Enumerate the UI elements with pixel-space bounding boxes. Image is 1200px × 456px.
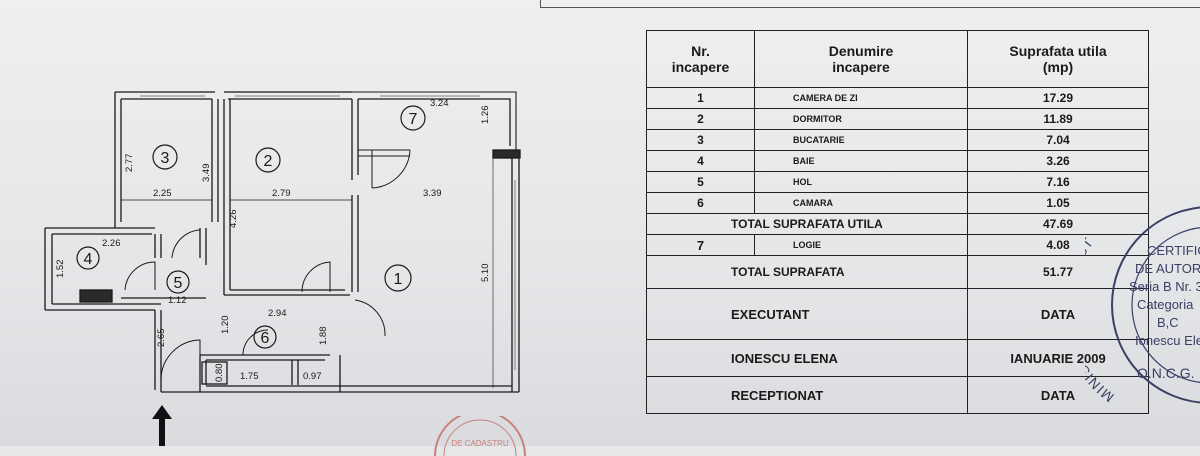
dim-label: 2.26 (102, 238, 121, 249)
entrance-arrow-icon (152, 405, 172, 446)
header-incapere: incapere (671, 59, 730, 75)
row-area: 3.26 (967, 150, 1149, 172)
row-name: CAMARA (754, 192, 968, 214)
dim-label: 3.39 (423, 188, 442, 199)
room-2-number: 2 (264, 153, 273, 170)
dim-label: 1.12 (168, 295, 187, 306)
floor-plan: 3 2 7 4 5 1 6 3.24 1.26 2.77 2.25 3.49 2… (44, 91, 521, 393)
total-utila-row: TOTAL SUPRAFATA UTILA 47.69 (646, 213, 1149, 235)
row-nr: 6 (646, 192, 755, 214)
dim-label: 1.75 (240, 371, 259, 382)
row-nr: 4 (646, 150, 755, 172)
table-row: 6 CAMARA 1.05 (646, 192, 1149, 214)
executant-name: IONESCU ELENA (646, 339, 968, 377)
room-7-number: 7 (409, 111, 418, 128)
dim-label: 2.65 (156, 329, 167, 348)
dim-label: 2.77 (124, 154, 135, 173)
dim-label: 2.25 (153, 188, 172, 199)
executant-data-label: DATA (967, 288, 1149, 340)
room-5-number: 5 (174, 275, 183, 292)
room-4-number: 4 (84, 251, 93, 268)
stamp-circle: MINISTERUL ADMINIST (1085, 206, 1200, 405)
executant-date: IANUARIE 2009 (967, 339, 1149, 377)
area-table: Nr. incapere Denumire incapere Suprafata… (646, 30, 1149, 414)
stamp-line-1: CERTIFICA (1147, 243, 1200, 258)
stamp-line-4: Categoria (1137, 297, 1194, 312)
dim-label: 2.79 (272, 188, 291, 199)
header-denumire: Denumire (828, 43, 894, 59)
room-3-number: 3 (161, 150, 170, 167)
row-name: DORMITOR (754, 108, 968, 130)
dim-label: 1.88 (318, 327, 329, 346)
logie-nr: 7 (646, 234, 755, 256)
header-unit: (mp) (1042, 59, 1074, 75)
table-row: 1 CAMERA DE ZI 17.29 (646, 87, 1149, 109)
dim-label: 3.24 (430, 98, 449, 109)
total-row: TOTAL SUPRAFATA 51.77 (646, 255, 1149, 289)
receptionat-data-label: DATA (967, 376, 1149, 414)
row-area: 17.29 (967, 87, 1149, 109)
dim-label: 1.52 (55, 260, 66, 279)
room-6-number: 6 (261, 330, 270, 347)
logie-name: LOGIE (754, 234, 968, 256)
logie-row: 7 LOGIE 4.08 (646, 234, 1149, 256)
row-nr: 1 (646, 87, 755, 109)
receptionat-row: RECEPTIONAT DATA (646, 376, 1149, 414)
header-denumire-incapere: incapere (832, 59, 890, 75)
stamp-line-5: B,C (1157, 315, 1179, 330)
dim-label: 0.80 (214, 364, 225, 383)
dim-label: 3.49 (201, 164, 212, 183)
header-nr: Nr. (691, 43, 710, 59)
dim-label: 1.26 (480, 106, 491, 125)
stamp-bottom: O.N.C.G. (1137, 365, 1195, 381)
row-nr: 2 (646, 108, 755, 130)
dim-label: 4.26 (228, 210, 239, 229)
stamp-line-2: DE AUTORIZ (1135, 261, 1200, 276)
official-stamp: MINISTERUL ADMINIST CERTIFICA DE AUTORIZ… (1085, 205, 1200, 405)
table-header: Nr. incapere Denumire incapere Suprafata… (646, 30, 1149, 88)
row-area: 7.04 (967, 129, 1149, 151)
row-nr: 3 (646, 129, 755, 151)
row-name: BUCATARIE (754, 129, 968, 151)
table-row: 2 DORMITOR 11.89 (646, 108, 1149, 130)
total-utila-label: TOTAL SUPRAFATA UTILA (646, 213, 968, 235)
dim-label: 0.97 (303, 371, 322, 382)
dim-label: 5.10 (480, 264, 491, 283)
dim-label: 1.20 (220, 316, 231, 335)
table-row: 5 HOL 7.16 (646, 171, 1149, 193)
executant-row: EXECUTANT DATA (646, 288, 1149, 340)
receptionat-label: RECEPTIONAT (646, 376, 968, 414)
row-nr: 5 (646, 171, 755, 193)
stamp-line-3: Seria B Nr. 3 (1129, 279, 1200, 294)
row-name: BAIE (754, 150, 968, 172)
row-area: 11.89 (967, 108, 1149, 130)
executant-name-row: IONESCU ELENA IANUARIE 2009 (646, 339, 1149, 377)
dim-label: 2.94 (268, 308, 287, 319)
row-area: 7.16 (967, 171, 1149, 193)
table-row: 4 BAIE 3.26 (646, 150, 1149, 172)
total-label: TOTAL SUPRAFATA (646, 255, 968, 289)
red-stamp-text: DE CADASTRU (451, 439, 509, 448)
red-stamp: DE CADASTRU (434, 416, 526, 456)
row-name: HOL (754, 171, 968, 193)
top-edge-box (540, 0, 1200, 8)
stamp-line-6: Ionescu Ele (1135, 333, 1200, 348)
room-1-number: 1 (394, 271, 403, 288)
row-name: CAMERA DE ZI (754, 87, 968, 109)
executant-label: EXECUTANT (646, 288, 968, 340)
table-row: 3 BUCATARIE 7.04 (646, 129, 1149, 151)
header-suprafata: Suprafata utila (1009, 43, 1107, 59)
